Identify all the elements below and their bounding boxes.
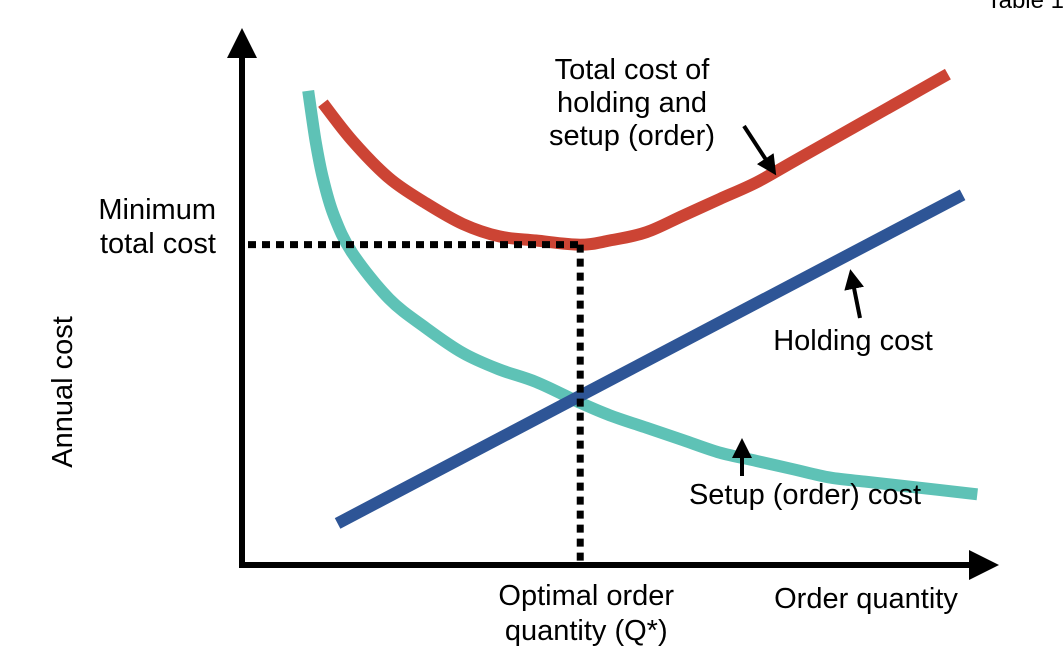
total-cost-pointer xyxy=(742,124,777,176)
holding-cost-curve xyxy=(334,189,966,529)
minimum-cost-label-line-2: total cost xyxy=(100,228,216,260)
total-cost-label-line-2: holding and xyxy=(557,87,707,119)
setup-cost-label: Setup (order) cost xyxy=(689,479,921,511)
optimal-quantity-label-line-1: Optimal order xyxy=(498,580,674,612)
y-axis-label: Annual cost xyxy=(47,316,79,468)
optimal-quantity-label-line-2: quantity (Q*) xyxy=(505,615,668,647)
holding-cost-pointer xyxy=(844,269,864,319)
holding-cost-label: Holding cost xyxy=(773,325,933,357)
guide-layer xyxy=(248,241,584,561)
total-cost-label-line-3: setup (order) xyxy=(549,120,715,152)
corner-label: Table 1 xyxy=(987,0,1064,14)
total-cost-label-line-1: Total cost of xyxy=(555,54,711,86)
total-cost-curve xyxy=(318,68,951,251)
x-axis-label: Order quantity xyxy=(774,583,958,615)
minimum-cost-label-line-1: Minimum xyxy=(98,194,216,226)
